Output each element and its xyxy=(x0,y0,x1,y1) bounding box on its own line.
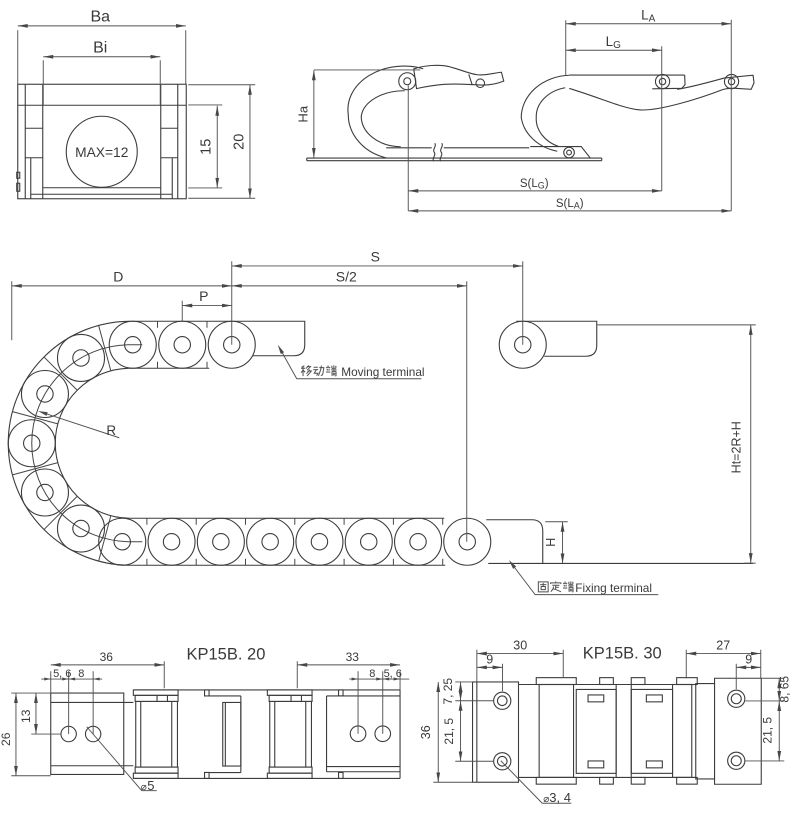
svg-text:KP15B. 30: KP15B. 30 xyxy=(583,644,662,662)
svg-text:36: 36 xyxy=(419,725,433,739)
svg-text:D: D xyxy=(113,268,123,284)
svg-text:21, 5: 21, 5 xyxy=(442,718,456,745)
svg-text:KP15B. 20: KP15B. 20 xyxy=(187,645,266,663)
svg-text:33: 33 xyxy=(346,650,360,664)
svg-text:8: 8 xyxy=(78,668,84,680)
svg-text:R: R xyxy=(106,423,116,438)
svg-text:8, 65: 8, 65 xyxy=(777,676,791,703)
svg-text:15: 15 xyxy=(198,139,214,155)
svg-text:⌀: ⌀ xyxy=(543,794,549,805)
svg-text:20: 20 xyxy=(231,134,247,150)
svg-text:30: 30 xyxy=(513,638,527,652)
svg-text:5, 6: 5, 6 xyxy=(384,668,402,680)
svg-text:Fixing terminal: Fixing terminal xyxy=(575,581,652,595)
svg-text:9: 9 xyxy=(486,652,493,666)
svg-text:13: 13 xyxy=(19,709,33,723)
svg-text:Moving terminal: Moving terminal xyxy=(341,365,424,379)
svg-text:26: 26 xyxy=(0,732,13,746)
svg-text:36: 36 xyxy=(100,650,114,664)
svg-text:⌀: ⌀ xyxy=(141,782,147,793)
svg-text:3, 4: 3, 4 xyxy=(549,790,571,805)
svg-text:Bi: Bi xyxy=(93,39,107,56)
svg-text:S(LG): S(LG) xyxy=(520,178,549,191)
svg-text:27: 27 xyxy=(716,638,730,652)
svg-text:Ht=2R+H: Ht=2R+H xyxy=(729,421,743,473)
svg-text:Ha: Ha xyxy=(295,105,310,122)
svg-text:H: H xyxy=(544,538,558,547)
svg-text:5: 5 xyxy=(147,778,154,793)
svg-text:S/2: S/2 xyxy=(336,268,357,284)
svg-text:5, 6: 5, 6 xyxy=(53,668,71,680)
svg-text:S: S xyxy=(371,248,380,264)
svg-text:21, 5: 21, 5 xyxy=(760,717,774,744)
svg-text:Ba: Ba xyxy=(90,8,110,25)
svg-text:S(LA): S(LA) xyxy=(556,198,584,211)
svg-text:MAX=12: MAX=12 xyxy=(75,145,128,160)
svg-text:9: 9 xyxy=(745,652,752,666)
svg-text:P: P xyxy=(199,288,208,304)
svg-text:8: 8 xyxy=(369,668,375,680)
svg-text:7, 25: 7, 25 xyxy=(441,678,455,705)
